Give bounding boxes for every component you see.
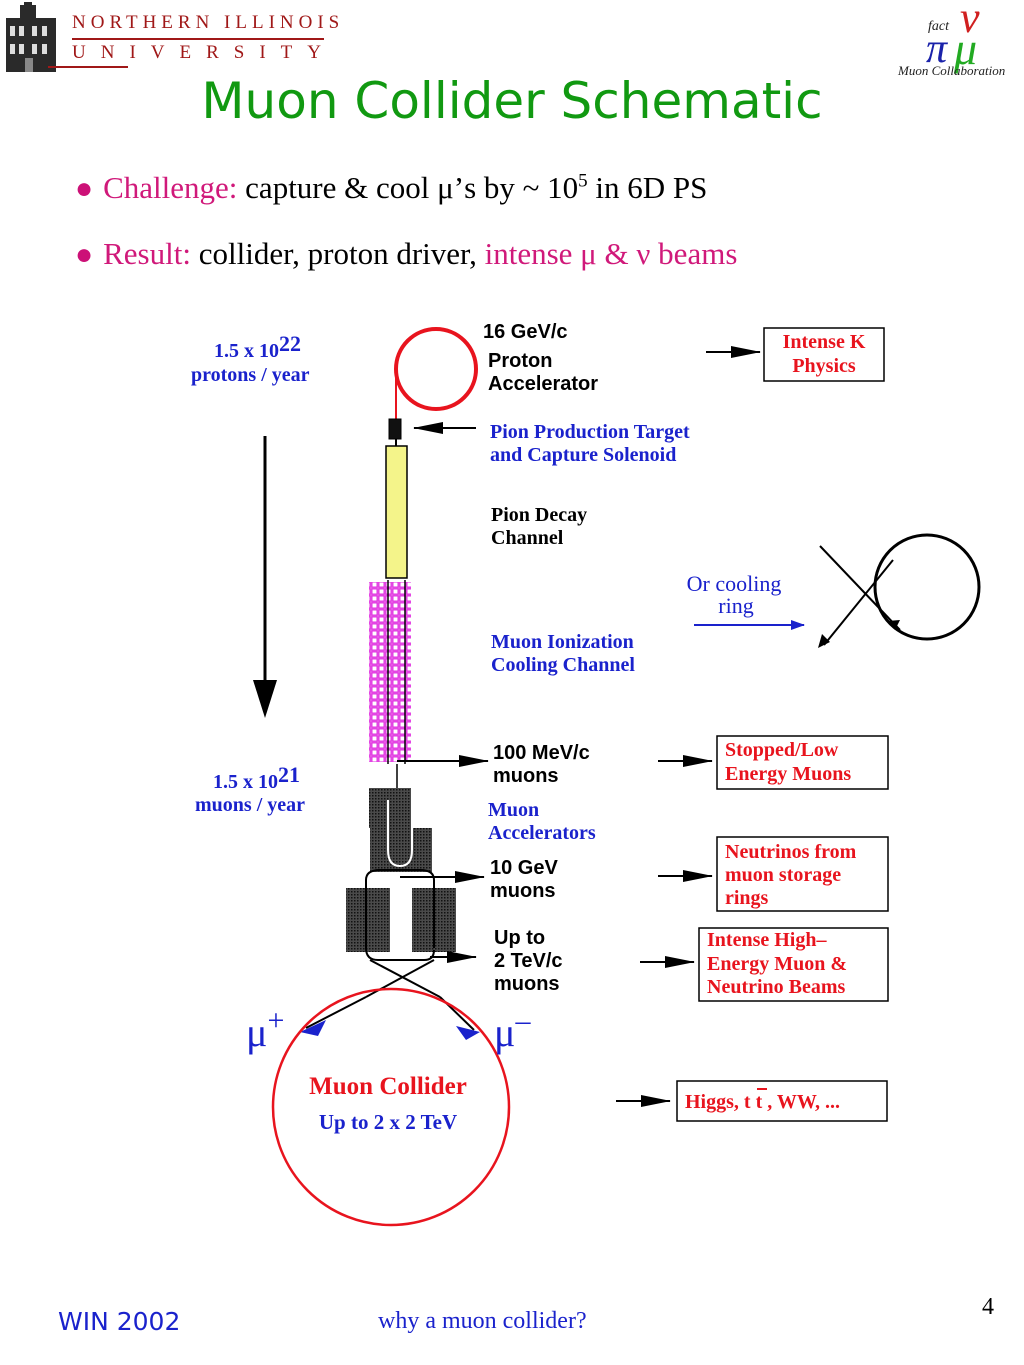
bullet-label: Result:: [103, 236, 191, 271]
mev-label-line2: muons: [493, 765, 559, 787]
muons-unit: muons / year: [195, 794, 305, 816]
gev-label-line2: muons: [490, 880, 556, 902]
box-stopped-muons: [716, 735, 889, 790]
box-neutrinos: [716, 836, 889, 912]
target-label-line2: and Capture Solenoid: [490, 444, 676, 466]
tev-label-line3: muons: [494, 973, 560, 995]
ionization-label-line1: Muon Ionization: [491, 631, 634, 653]
box-k-physics: [763, 327, 885, 382]
box-nu-line2: muon storage: [725, 864, 841, 886]
collider-energy: Up to 2 x 2 TeV: [319, 1110, 457, 1134]
mu-plus-arrowhead: [300, 1020, 326, 1036]
protons-rate: 1.5 x 1022: [214, 331, 301, 362]
bullet-text-tail: in 6D PS: [587, 170, 708, 205]
proton-accelerator-ring: [394, 327, 478, 411]
box-higgs: [676, 1080, 888, 1122]
mu-minus-arrowhead: [456, 1026, 480, 1040]
box-higgs-text: Higgs, t t , WW, ...: [685, 1091, 840, 1113]
box-he-line3: Neutrino Beams: [707, 976, 846, 998]
box-he-line1: Intense High–: [707, 929, 827, 951]
university-name-line1: NORTHERN ILLINOIS: [72, 12, 345, 33]
footer-topic: why a muon collider?: [378, 1308, 587, 1334]
accelerators-label-line1: Muon: [488, 799, 539, 821]
collab-name: Muon Collaboration: [898, 63, 1006, 78]
box-k-line1: Intense K: [783, 331, 866, 353]
bullet-dot: ●: [75, 172, 94, 205]
muon-accelerator-block: [370, 828, 432, 872]
box-high-energy-beams: [698, 927, 889, 1002]
collab-fact-text: fact: [928, 19, 949, 34]
page-number: 4: [982, 1294, 994, 1320]
university-divider: [72, 38, 324, 40]
university-name-line2: UNIVERSITY: [72, 42, 336, 63]
bullet-highlight: intense μ & ν beams: [484, 236, 738, 271]
ionization-label-line2: Cooling Channel: [491, 654, 635, 676]
muon-collaboration-logo: ν π μ: [926, 2, 980, 74]
pion-target: [388, 418, 402, 440]
footer-event: WIN 2002: [58, 1307, 181, 1336]
bullet-label: Challenge:: [103, 170, 238, 205]
accelerators-label-line2: Accelerators: [488, 822, 596, 844]
target-label-line1: Pion Production Target: [490, 421, 690, 443]
tev-label-line1: Up to: [494, 927, 545, 949]
bullet-result: ● Result: collider, proton driver, intens…: [75, 236, 737, 272]
box-he-line2: Energy Muon &: [707, 953, 847, 975]
muons-rate: 1.5 x 1021: [213, 762, 300, 793]
bullet-superscript: 5: [578, 170, 588, 192]
niu-building-logo: [2, 2, 62, 74]
protons-unit: protons / year: [191, 364, 310, 386]
bullet-dot: ●: [75, 238, 94, 271]
cooling-ring-label-line2: ring: [718, 593, 753, 618]
tev-label-line2: 2 TeV/c: [494, 950, 563, 972]
box-stopped-line1: Stopped/Low: [725, 739, 839, 761]
box-stopped-line2: Energy Muons: [725, 763, 851, 785]
mu-minus-label: μ–: [494, 1004, 531, 1055]
mu-plus-label: μ+: [246, 1004, 284, 1055]
pion-decay-channel: [385, 445, 408, 579]
bullet-text: collider, proton driver,: [198, 236, 477, 271]
mev-label-line1: 100 MeV/c: [493, 742, 590, 764]
proton-accelerator-line2: Accelerator: [488, 373, 598, 395]
collider-name: Muon Collider: [309, 1073, 467, 1100]
university-underline: [48, 66, 128, 68]
box-nu-line1: Neutrinos from: [725, 841, 857, 863]
decay-label-line2: Channel: [491, 527, 564, 549]
muon-accelerator-block: [346, 888, 390, 952]
box-nu-line3: rings: [725, 887, 769, 909]
slide-title: Muon Collider Schematic: [201, 72, 823, 130]
bullet-text: capture & cool μ’s by ~ 10: [245, 170, 579, 205]
gev-label-line1: 10 GeV: [490, 857, 558, 879]
box-k-line2: Physics: [792, 355, 856, 377]
decay-label-line1: Pion Decay: [491, 504, 587, 526]
mu-plus-injection: [305, 996, 367, 1029]
cooling-ring-label-line1: Or cooling: [687, 571, 782, 596]
svg-text:ν: ν: [960, 2, 980, 42]
svg-text:μ: μ: [953, 23, 977, 74]
ionization-cooling-channel: [369, 582, 411, 762]
muon-accelerator-block: [369, 788, 411, 828]
proton-accelerator-line1: Proton: [488, 350, 552, 372]
bullet-challenge: ●Challenge: capture & cool μ’s by ~ 105 …: [75, 170, 707, 206]
svg-text:π: π: [926, 26, 948, 72]
muon-collider-ring: [271, 987, 511, 1227]
cooling-ring: [873, 533, 981, 641]
proton-momentum: 16 GeV/c: [483, 321, 568, 343]
